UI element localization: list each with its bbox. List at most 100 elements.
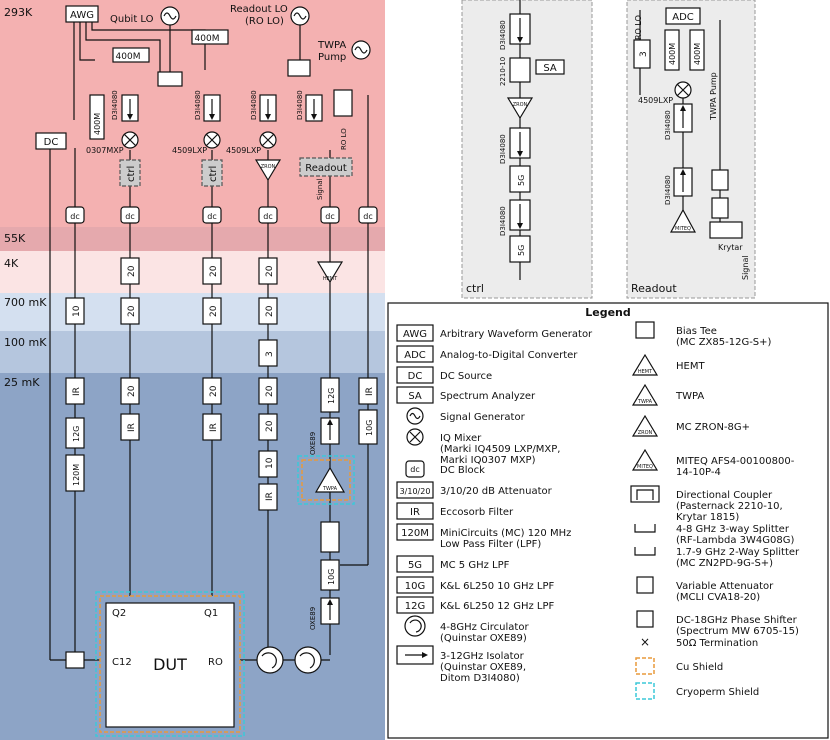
svg-text:Readout: Readout xyxy=(631,282,677,295)
svg-text:20: 20 xyxy=(127,385,137,397)
circulator-icon xyxy=(256,646,284,674)
svg-text:20: 20 xyxy=(127,265,137,277)
svg-text:20: 20 xyxy=(265,420,275,432)
readout-lo-label: Readout LO xyxy=(230,4,288,15)
svg-text:400M: 400M xyxy=(668,43,677,65)
svg-text:Marki IQ0307 MXP): Marki IQ0307 MXP) xyxy=(440,455,536,466)
stage-100mk-band xyxy=(0,331,385,373)
stage-700mk-band xyxy=(0,293,385,331)
svg-text:ADC: ADC xyxy=(404,350,426,361)
lpf-400m xyxy=(191,29,229,45)
svg-text:Eccosorb Filter: Eccosorb Filter xyxy=(440,507,514,518)
svg-text:D3I4080: D3I4080 xyxy=(111,90,119,120)
svg-text:TWPA Pump: TWPA Pump xyxy=(709,72,718,121)
dc-source-box xyxy=(35,132,67,150)
svg-text:HEMT: HEMT xyxy=(323,276,338,282)
svg-text:Readout: Readout xyxy=(305,163,347,174)
svg-text:dc: dc xyxy=(125,212,134,221)
svg-text:TWPA: TWPA xyxy=(637,399,653,405)
svg-text:HEMT: HEMT xyxy=(676,361,705,372)
svg-text:DC: DC xyxy=(44,137,59,148)
temperature-stages: 293K 55K 4K 700 mK 100 mK 25 mK xyxy=(0,0,385,740)
legend-item: Variable Attenuator(MCLI CVA18-20) xyxy=(636,576,774,603)
svg-text:10G: 10G xyxy=(405,581,425,592)
svg-text:10G: 10G xyxy=(365,420,374,436)
inset-readout: Readout ADC RO LO 3 400M 400M 4509LXP D3… xyxy=(626,0,756,299)
circulator-icon xyxy=(294,646,322,674)
svg-text:Directional Coupler: Directional Coupler xyxy=(676,490,773,501)
splitter-3way xyxy=(157,71,183,87)
stage-label: 55K xyxy=(4,232,26,245)
svg-text:2210-10: 2210-10 xyxy=(499,57,507,86)
svg-text:SA: SA xyxy=(408,391,422,402)
svg-text:K&L 6L250 10 GHz LPF: K&L 6L250 10 GHz LPF xyxy=(440,581,555,592)
svg-text:DC Block: DC Block xyxy=(440,465,485,476)
svg-text:IR: IR xyxy=(127,423,137,432)
svg-text:dc: dc xyxy=(263,212,272,221)
svg-text:RO LO: RO LO xyxy=(340,128,348,150)
directional-coupler xyxy=(333,89,353,117)
readout-box xyxy=(299,157,353,177)
svg-text:ZRON: ZRON xyxy=(261,164,276,170)
svg-text:ZRON: ZRON xyxy=(513,102,528,108)
svg-text:12G: 12G xyxy=(327,388,336,404)
twpa-pump-label2: Pump xyxy=(318,52,346,63)
svg-text:SA: SA xyxy=(543,63,557,74)
svg-text:Analog-to-Digital Converter: Analog-to-Digital Converter xyxy=(440,350,578,361)
svg-text:12G: 12G xyxy=(405,601,425,612)
svg-text:3/10/20: 3/10/20 xyxy=(400,487,431,496)
legend-item: ×50Ω Termination xyxy=(640,635,758,649)
svg-text:5G: 5G xyxy=(517,175,526,186)
svg-text:IR: IR xyxy=(209,423,219,432)
zron-amp xyxy=(254,159,282,182)
legend-item: 10G K&L 6L250 10 GHz LPF xyxy=(396,576,555,594)
svg-text:ctrl: ctrl xyxy=(208,166,219,182)
svg-text:IQ Mixer: IQ Mixer xyxy=(440,433,482,444)
svg-text:(MCLI CVA18-20): (MCLI CVA18-20) xyxy=(676,592,760,603)
svg-text:ctrl: ctrl xyxy=(466,282,484,295)
stage-label: 25 mK xyxy=(4,376,40,389)
svg-text:dc: dc xyxy=(410,465,419,474)
svg-text:DC-18GHz Phase Shifter: DC-18GHz Phase Shifter xyxy=(676,615,798,626)
bias-tee xyxy=(65,651,85,669)
svg-text:OXE89: OXE89 xyxy=(309,432,317,455)
svg-text:dc: dc xyxy=(207,212,216,221)
svg-text:14-10P-4: 14-10P-4 xyxy=(676,467,721,478)
stage-label: 293K xyxy=(4,6,33,19)
svg-text:(Quinstar OXE89): (Quinstar OXE89) xyxy=(440,633,527,644)
legend-item: 4-8GHz Circulator(Quinstar OXE89) xyxy=(404,615,529,644)
svg-text:MITEQ: MITEQ xyxy=(637,464,653,470)
attenuators: 20 20 20 10 20 20 20 3 IR 20 20 20 12G I… xyxy=(65,257,378,630)
svg-text:D3I4080: D3I4080 xyxy=(499,134,507,164)
svg-text:20: 20 xyxy=(209,385,219,397)
svg-text:5G: 5G xyxy=(408,560,422,571)
svg-text:Krytar 1815): Krytar 1815) xyxy=(676,512,739,523)
svg-text:Ditom D3I4080): Ditom D3I4080) xyxy=(440,673,520,684)
svg-text:400M: 400M xyxy=(195,34,220,44)
legend-item: 4-8 GHz 3-way Splitter(RF-Lambda 3W4G08G… xyxy=(634,524,794,546)
svg-text:400M: 400M xyxy=(693,43,702,65)
svg-text:3: 3 xyxy=(265,351,275,357)
legend-item: IQ Mixer(Marki IQ4509 LXP/MXP,Marki IQ03… xyxy=(406,428,560,466)
svg-text:DC: DC xyxy=(408,371,423,382)
svg-text:MiniCircuits (MC) 120 MHz: MiniCircuits (MC) 120 MHz xyxy=(440,528,571,539)
svg-text:20: 20 xyxy=(127,305,137,317)
svg-text:dc: dc xyxy=(70,212,79,221)
awg-label: AWG xyxy=(70,10,94,21)
legend-title: Legend xyxy=(585,306,631,319)
svg-text:Q1: Q1 xyxy=(204,608,218,619)
svg-text:Cryoperm Shield: Cryoperm Shield xyxy=(676,687,759,698)
stage-4k-band xyxy=(0,251,385,293)
svg-text:D3I4080: D3I4080 xyxy=(194,90,202,120)
svg-text:AWG: AWG xyxy=(403,329,427,340)
svg-text:0307MXP: 0307MXP xyxy=(86,146,124,155)
svg-text:×: × xyxy=(640,635,650,649)
twpa-cryo-shield xyxy=(297,455,355,505)
